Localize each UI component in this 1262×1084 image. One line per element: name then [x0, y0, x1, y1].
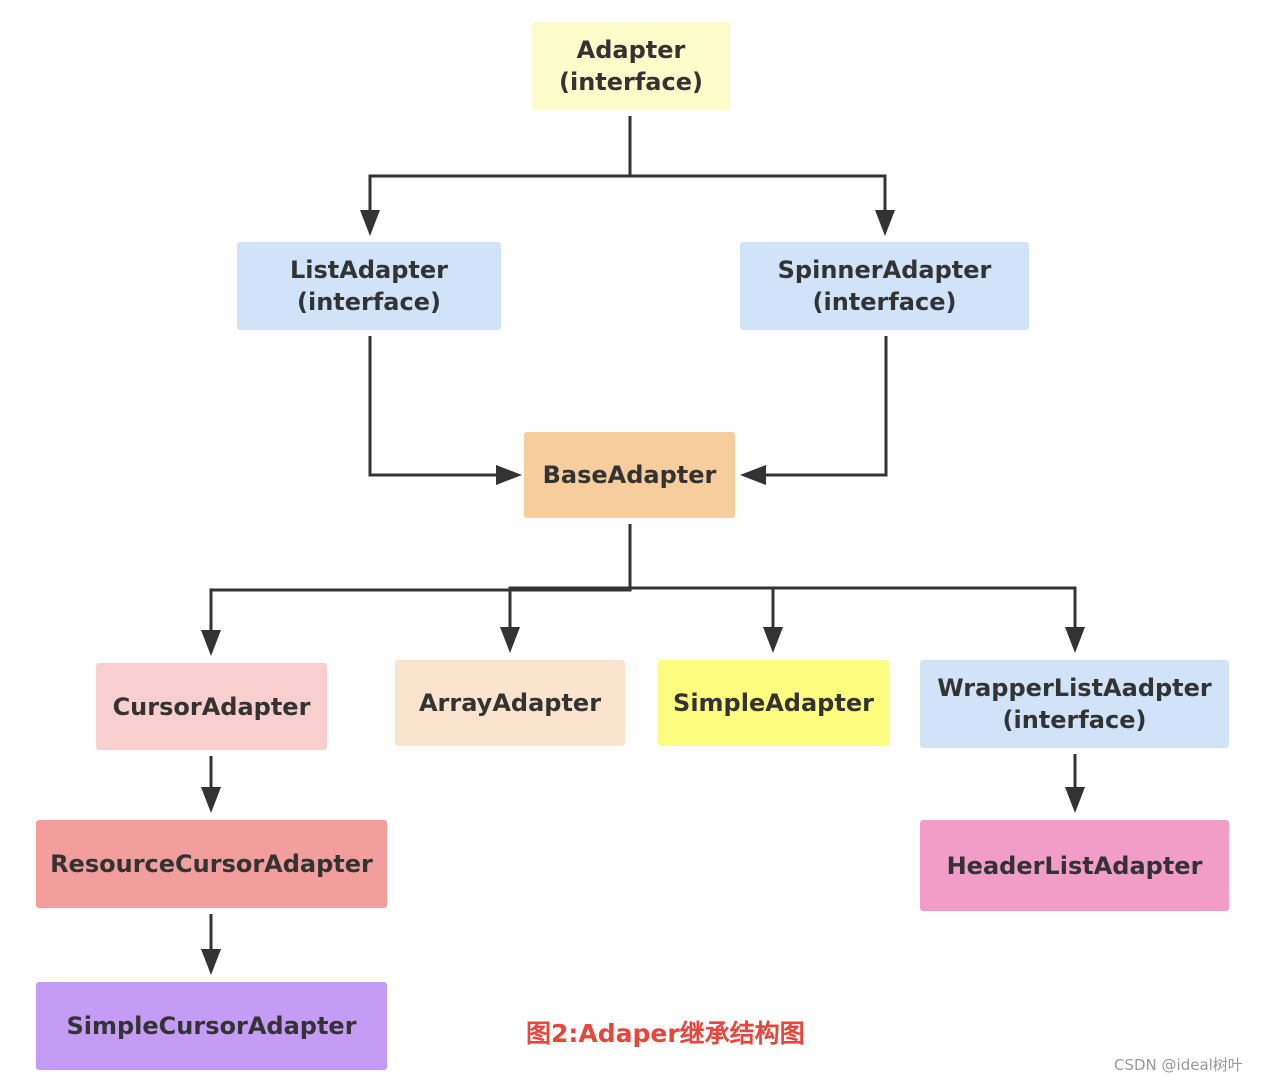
node-list-adapter: ListAdapter (interface) — [237, 242, 501, 330]
arrowhead — [496, 465, 522, 485]
node-base-adapter: BaseAdapter — [524, 432, 735, 518]
node-spinner-adapter-subtitle: (interface) — [812, 288, 957, 316]
figure-caption: 图2:Adaper继承结构图 — [526, 1019, 805, 1048]
edge-cursor-adapter-to-resource-cursor-adapter — [201, 756, 221, 813]
node-array-adapter: ArrayAdapter — [395, 660, 625, 746]
node-cursor-adapter-title: CursorAdapter — [112, 692, 311, 721]
arrowhead — [360, 210, 380, 236]
watermark-text: CSDN @ideal树叶 — [1114, 1056, 1243, 1074]
node-simple-cursor-adapter: SimpleCursorAdapter — [36, 982, 387, 1070]
arrowhead — [1065, 627, 1085, 653]
edge-adapter-to-spinner-adapter — [628, 116, 895, 236]
node-spinner-adapter-title: SpinnerAdapter — [777, 256, 992, 284]
node-resource-cursor-adapter-title: ResourceCursorAdapter — [50, 850, 373, 878]
node-cursor-adapter: CursorAdapter — [96, 663, 327, 750]
node-resource-cursor-adapter: ResourceCursorAdapter — [36, 820, 387, 908]
arrowhead — [201, 630, 221, 656]
edge-wrapper-list-adapter-to-header-list-adapter — [1065, 754, 1085, 813]
node-wrapper-list-adapter-title: WrapperListAadpter — [937, 674, 1212, 702]
node-wrapper-list-adapter: WrapperListAadpter (interface) — [920, 660, 1229, 748]
node-adapter: Adapter (interface) — [532, 22, 730, 110]
edge-adapter-to-list-adapter — [360, 116, 632, 236]
node-spinner-adapter: SpinnerAdapter (interface) — [740, 242, 1029, 330]
arrowhead — [763, 627, 783, 653]
node-simple-adapter-title: SimpleAdapter — [673, 689, 874, 717]
node-list-adapter-title: ListAdapter — [290, 256, 448, 284]
arrowhead — [201, 949, 221, 975]
arrowhead — [740, 465, 766, 485]
node-adapter-subtitle: (interface) — [559, 68, 703, 96]
arrowhead — [1065, 787, 1085, 813]
node-header-list-adapter: HeaderListAdapter — [920, 820, 1229, 911]
edge-base-adapter-to-cursor-adapter — [201, 524, 632, 656]
node-simple-adapter: SimpleAdapter — [658, 660, 889, 746]
node-array-adapter-title: ArrayAdapter — [418, 689, 602, 717]
node-list-adapter-subtitle: (interface) — [297, 288, 441, 316]
arrowhead — [875, 210, 895, 236]
arrowhead — [500, 627, 520, 653]
node-base-adapter-title: BaseAdapter — [542, 461, 717, 489]
edge-base-adapter-to-wrapper-list-adapter — [628, 524, 1085, 653]
node-wrapper-list-adapter-subtitle: (interface) — [1002, 706, 1147, 734]
arrowhead — [201, 787, 221, 813]
edge-resource-cursor-adapter-to-simple-cursor-adapter — [201, 914, 221, 975]
node-header-list-adapter-title: HeaderListAdapter — [946, 851, 1203, 880]
edge-list-adapter-to-base-adapter — [368, 336, 522, 485]
node-adapter-title: Adapter — [576, 36, 686, 64]
edge-spinner-adapter-to-base-adapter — [740, 336, 888, 485]
edge-base-adapter-to-array-adapter — [500, 524, 632, 653]
node-simple-cursor-adapter-title: SimpleCursorAdapter — [66, 1012, 357, 1040]
